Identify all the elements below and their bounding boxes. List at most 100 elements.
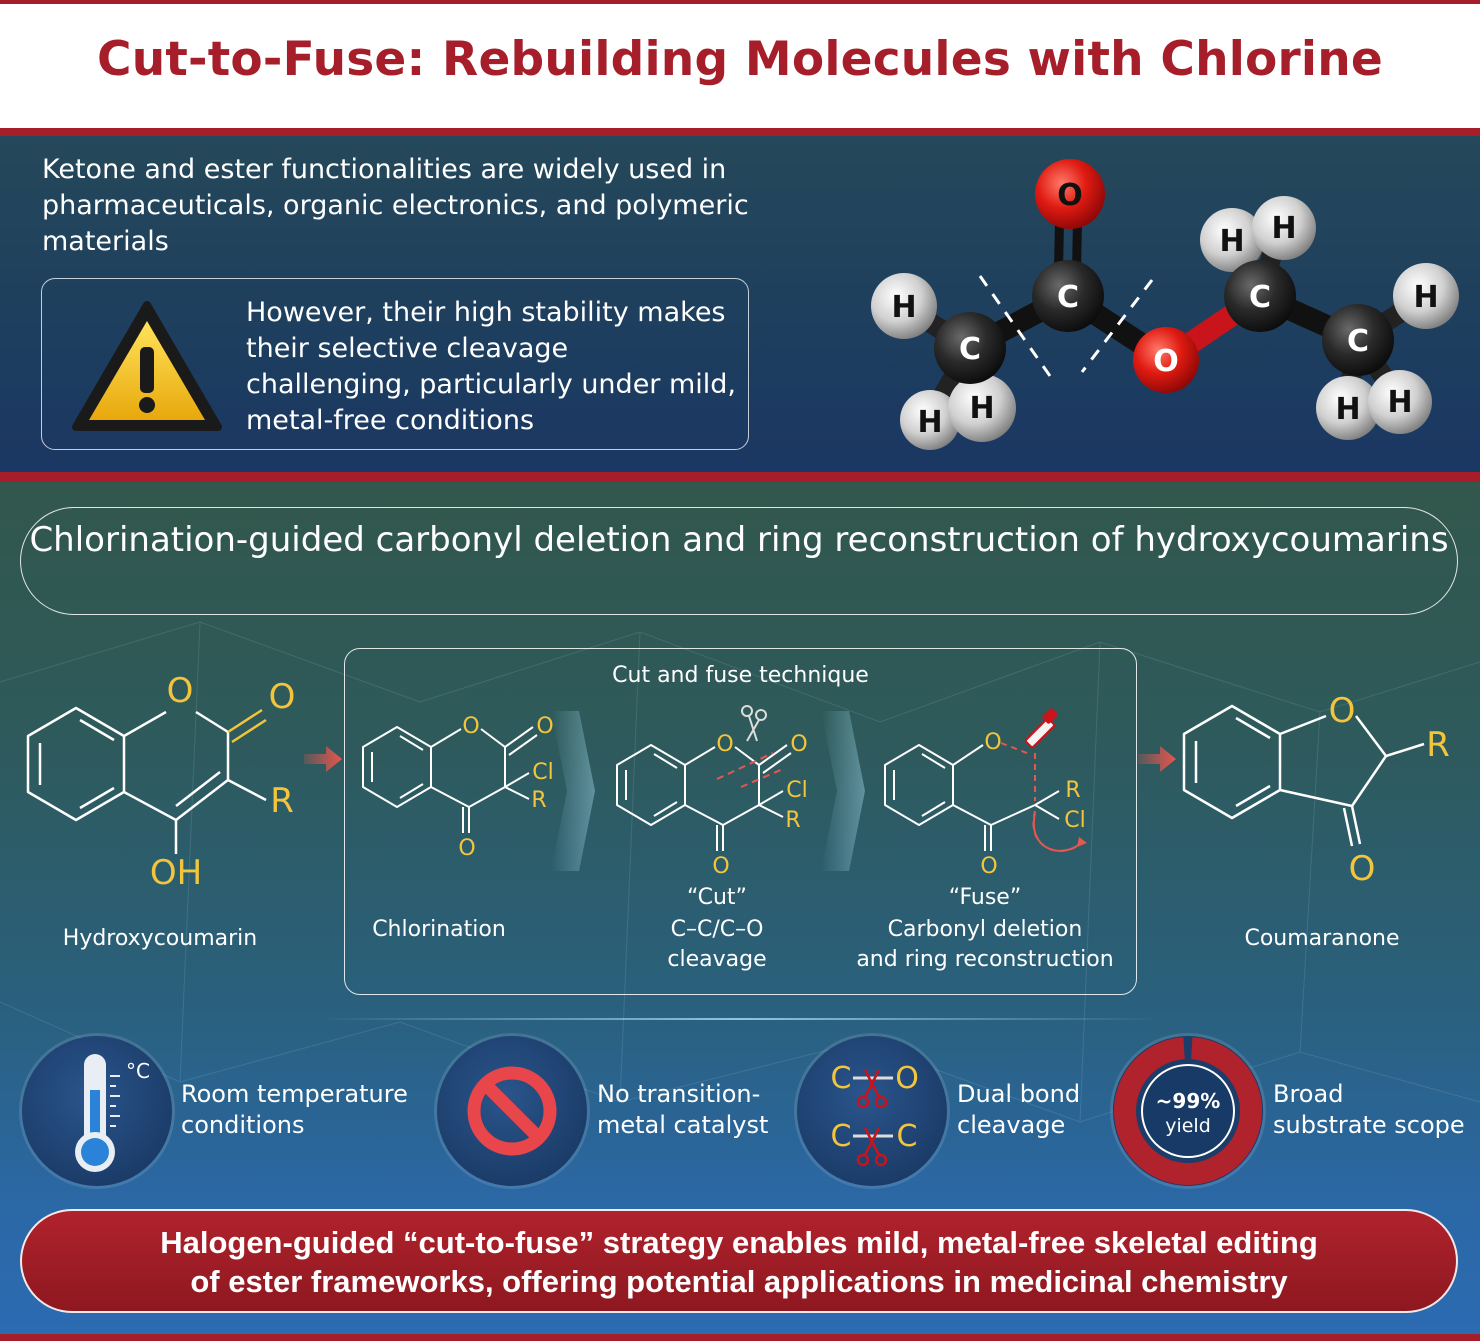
step2-quote: “Cut” (687, 885, 747, 910)
intro-text: Ketone and ester functionalities are wid… (42, 154, 749, 257)
r-group-label: R (270, 781, 294, 821)
start-label: Hydroxycoumarin (62, 926, 258, 951)
technique-box: Cut and fuse technique (344, 648, 1137, 995)
donut-icon: ~99% yield (1114, 1037, 1262, 1185)
feature-line: substrate scope (1273, 1111, 1465, 1139)
atom-c: C (831, 1119, 852, 1154)
feature-line: Room temperature (181, 1080, 408, 1108)
mechanism-section: Chlorination-guided carbonyl deletion an… (0, 482, 1480, 1341)
r-group-label: R (1426, 725, 1450, 765)
celsius-unit: °C (126, 1059, 150, 1083)
ketone-oxygen-label: O (1349, 849, 1376, 889)
chlorine-label: Cl (532, 760, 553, 785)
section-title: Chlorination-guided carbonyl deletion an… (20, 507, 1458, 615)
atom-label: H (1413, 280, 1438, 315)
no-sign-icon (467, 1066, 557, 1156)
atom-o: O (895, 1061, 919, 1096)
atom-label: O (1057, 178, 1083, 213)
conclusion-line2: of ester frameworks, offering potential … (190, 1264, 1288, 1299)
warning-box: However, their high stability makes thei… (41, 278, 749, 450)
carbonyl-oxygen-label: O (536, 714, 553, 739)
feature-line: Dual bond (957, 1080, 1081, 1108)
oxygen-label: O (716, 732, 733, 757)
thermometer-icon: °C (75, 1054, 150, 1172)
warning-text: However, their high stability makes thei… (246, 297, 737, 436)
pipette-icon (1024, 708, 1058, 749)
end-label: Coumaranone (1244, 926, 1400, 951)
r-group-label: R (1065, 778, 1080, 803)
atom-label: H (1335, 392, 1360, 427)
atom-label: H (969, 391, 994, 426)
yield-value: ~99% (1156, 1089, 1221, 1113)
atom-label: C (959, 332, 981, 367)
feature-line: No transition- (597, 1080, 761, 1108)
yield-label: yield (1165, 1115, 1211, 1137)
oxygen-label: O (984, 730, 1001, 755)
hydroxycoumarin-structure: O O R OH (26, 672, 296, 893)
step3-quote: “Fuse” (948, 885, 1022, 910)
hydroxyl-label: OH (150, 853, 202, 893)
feature-text: Dual bond cleavage (957, 1079, 1080, 1141)
feature-icon-circle: C O C C (797, 1036, 947, 1186)
step3-line1: Carbonyl deletion (887, 917, 1083, 942)
feature-line: metal catalyst (597, 1111, 769, 1139)
chevron-right-icon (551, 711, 595, 871)
atom-label: C (1057, 280, 1079, 315)
divider-bar-top (0, 128, 1480, 136)
atom-c: C (897, 1119, 918, 1154)
atom-c: C (831, 1061, 852, 1096)
feature-text: Broad substrate scope (1273, 1079, 1465, 1141)
atom-label: H (917, 405, 942, 440)
header: Cut-to-Fuse: Rebuilding Molecules with C… (0, 0, 1480, 128)
feature-icon-circle: ~99% yield (1113, 1036, 1263, 1186)
feature-text: No transition- metal catalyst (597, 1079, 768, 1141)
r-group-label: R (785, 808, 800, 833)
atom-label: H (1271, 211, 1296, 246)
oxygen-label: O (462, 714, 479, 739)
divider-bar-middle (0, 472, 1480, 482)
step1-label: Chlorination (372, 917, 506, 942)
feature-line: cleavage (957, 1111, 1066, 1139)
ketone-oxygen-label: O (980, 854, 997, 879)
arrow-right-icon (304, 746, 342, 772)
arrow-right-icon (1138, 746, 1176, 772)
feature-text: Room temperature conditions (181, 1079, 408, 1141)
ketone-oxygen-label: O (712, 854, 729, 879)
chevron-right-icon (821, 711, 865, 871)
technique-title: Cut and fuse technique (612, 663, 869, 688)
step2-line1: C–C/C–O (670, 917, 764, 942)
warning-icon (72, 301, 222, 431)
atom-label: O (1153, 344, 1179, 379)
fuse-intermediate-structure: O R Cl O (884, 708, 1087, 879)
atom-label: C (1249, 280, 1271, 315)
atom-label: C (1347, 324, 1369, 359)
feature-line: conditions (181, 1111, 305, 1139)
chlorine-label: Cl (786, 778, 807, 803)
step3-line2: and ring reconstruction (856, 947, 1114, 972)
conclusion-line1: Halogen-guided “cut-to-fuse” strategy en… (160, 1225, 1318, 1260)
atom-label: H (891, 290, 916, 325)
carbonyl-oxygen-label: O (269, 677, 296, 717)
section-title-text: Chlorination-guided carbonyl deletion an… (29, 520, 1449, 560)
cut-lines (978, 275, 1154, 377)
oxygen-label: O (167, 672, 194, 711)
divider-bar-bottom (0, 1334, 1480, 1341)
page-title: Cut-to-Fuse: Rebuilding Molecules with C… (97, 32, 1383, 87)
ethyl-acetate-model: H H H C C O O H H C H C H H (871, 159, 1459, 450)
conclusion-banner: Halogen-guided “cut-to-fuse” strategy en… (20, 1209, 1458, 1313)
r-group-label: R (531, 788, 546, 813)
scissors-icon: C O C C (831, 1061, 919, 1167)
ketone-oxygen-label: O (458, 836, 475, 861)
scissors-icon (741, 705, 767, 742)
atom-label: H (1387, 385, 1412, 420)
step2-line2: cleavage (667, 947, 767, 972)
coumaranone-structure: O R O (1182, 691, 1450, 889)
network-background (0, 621, 1480, 1123)
feature-line: Broad (1273, 1080, 1344, 1108)
carbonyl-oxygen-label: O (790, 732, 807, 757)
feature-icon-circle: °C (22, 1036, 172, 1186)
oxygen-label: O (1329, 691, 1356, 731)
glow-divider (320, 1018, 1160, 1020)
cut-intermediate-structure: O O Cl R O (616, 705, 808, 879)
